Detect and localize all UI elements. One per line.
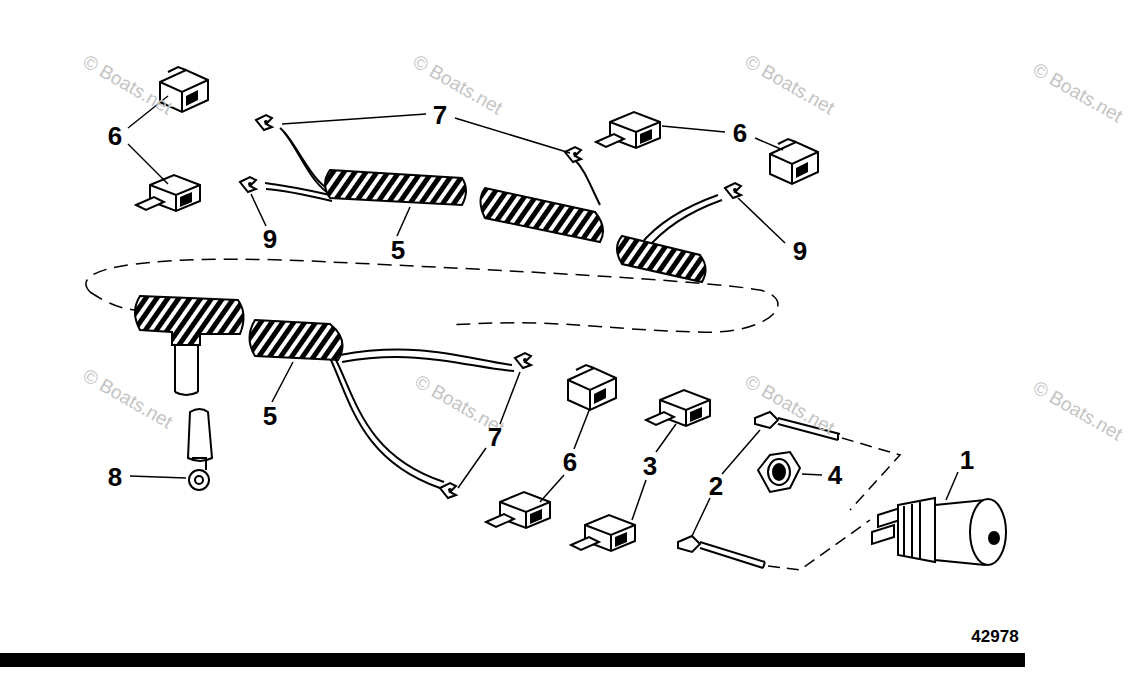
watermark: © Boats.net xyxy=(742,371,838,437)
callout-number: 6 xyxy=(108,123,122,149)
callout-number: 4 xyxy=(828,462,842,488)
nut xyxy=(758,452,800,492)
watermark: © Boats.net xyxy=(80,365,176,431)
callout-number: 9 xyxy=(793,238,807,264)
watermark: © Boats.net xyxy=(1030,59,1126,125)
switch-body xyxy=(872,498,1006,565)
switch-leads xyxy=(678,412,840,568)
callout-number: 8 xyxy=(108,464,122,490)
callout-number: 5 xyxy=(391,237,405,263)
callout-number: 1 xyxy=(960,447,974,473)
bottom-bar xyxy=(0,653,1025,667)
leader-lines xyxy=(128,96,958,536)
ring-terminal-sleeve xyxy=(188,409,212,461)
callout-number: 2 xyxy=(709,473,723,499)
callout-number: 9 xyxy=(263,226,277,252)
ring-terminal xyxy=(189,470,209,490)
watermark: © Boats.net xyxy=(410,51,506,117)
connector-parts xyxy=(136,67,818,551)
watermark: © Boats.net xyxy=(742,51,838,117)
continuation-loop xyxy=(86,259,778,332)
watermark: © Boats.net xyxy=(1030,377,1126,443)
callout-number: 3 xyxy=(643,453,657,479)
callout-number: 5 xyxy=(263,403,277,429)
callout-number: 7 xyxy=(488,424,502,450)
terminals xyxy=(240,115,741,498)
wires xyxy=(175,128,722,488)
figure-number: 42978 xyxy=(971,628,1018,645)
callout-number: 7 xyxy=(433,102,447,128)
callout-number: 6 xyxy=(733,120,747,146)
sleeves xyxy=(135,170,706,360)
watermark: © Boats.net xyxy=(80,51,176,117)
callout-number: 6 xyxy=(563,449,577,475)
